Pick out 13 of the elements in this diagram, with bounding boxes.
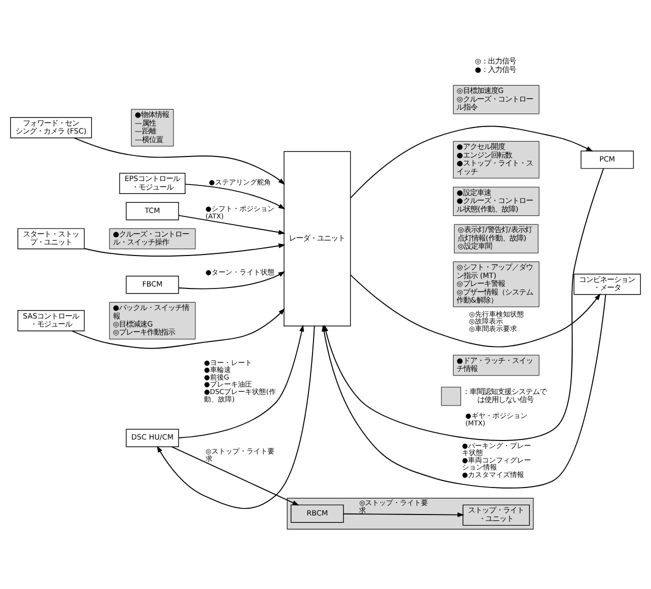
arrow bbox=[178, 324, 304, 438]
arrow bbox=[178, 271, 286, 290]
arrow bbox=[350, 274, 601, 348]
cluster bbox=[286, 498, 534, 530]
arrow bbox=[350, 126, 594, 198]
arrow bbox=[184, 184, 286, 210]
arrow bbox=[343, 512, 464, 518]
arrow bbox=[84, 243, 286, 257]
arrow bbox=[171, 446, 300, 506]
arrow bbox=[156, 326, 315, 509]
arrow bbox=[74, 137, 286, 185]
arrow bbox=[72, 308, 285, 349]
arrow bbox=[178, 214, 286, 235]
